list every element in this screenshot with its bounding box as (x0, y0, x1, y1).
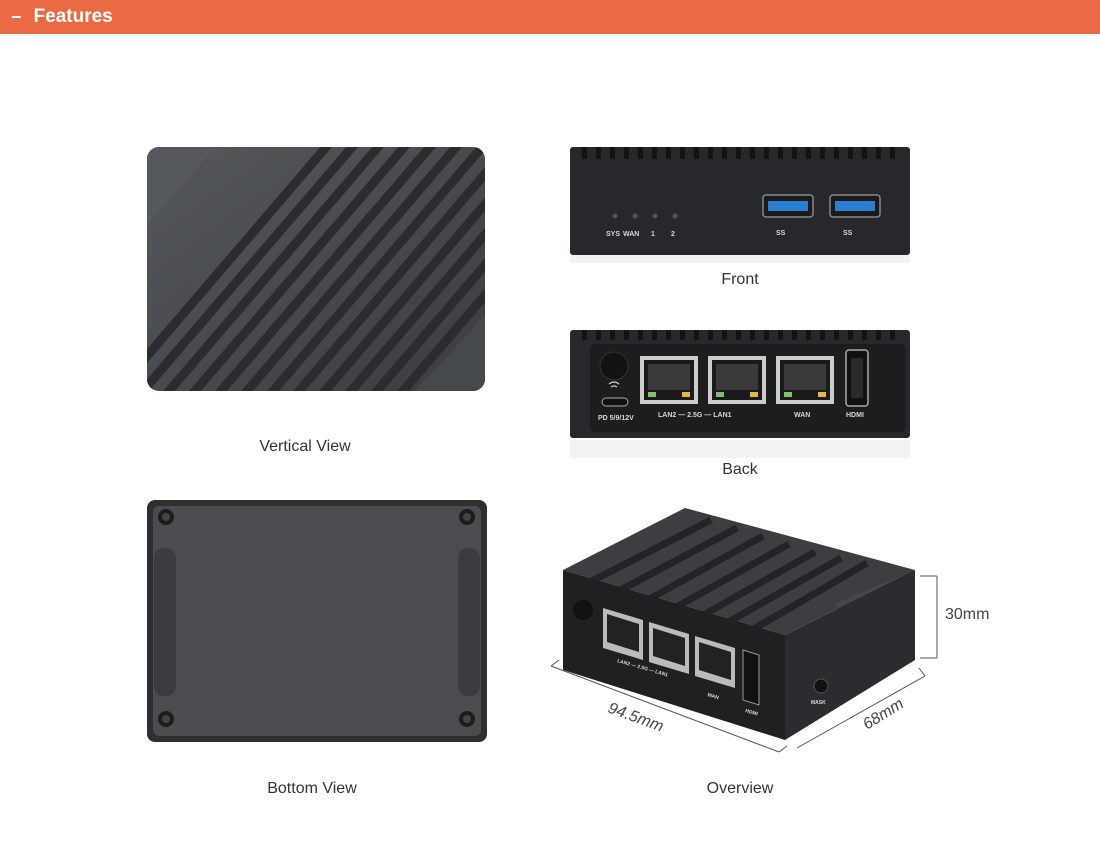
usb-port-2: SS (829, 194, 881, 237)
lan-ports-label: LAN2 — 2.5G — LAN1 (658, 412, 732, 419)
section-title: Features (33, 6, 113, 27)
overview-hdmi-port (742, 649, 760, 706)
height-dimension (920, 575, 938, 659)
width-dimension (796, 667, 926, 749)
led-label-2: 2 (671, 231, 675, 238)
length-dimension-label: 94.5mm (606, 700, 666, 736)
length-dimension (550, 659, 788, 753)
width-dimension-label: 68mm (860, 695, 907, 733)
height-dimension-label: 30mm (945, 606, 989, 623)
ethernet-port-lan1 (708, 356, 766, 404)
usb-label-1: SS (776, 230, 786, 237)
usb-port-1: SS (762, 194, 814, 237)
overview-wan-label: WAN (706, 692, 719, 701)
screw-top-right (459, 509, 475, 525)
bottom-view-caption: Bottom View (267, 780, 357, 797)
front-view-caption: Front (721, 271, 759, 288)
overview-lan1-port (649, 622, 689, 674)
ethernet-port-lan2 (640, 356, 698, 404)
front-view-image: SYS WAN 1 2 SS SS (570, 147, 910, 263)
screw-bottom-left (158, 711, 174, 727)
mask-label: MASK (811, 700, 826, 706)
wan-port-label: WAN (794, 412, 810, 419)
ethernet-port-wan (776, 356, 834, 404)
features-section-header[interactable]: − Features (0, 0, 1100, 34)
back-view-caption: Back (722, 461, 758, 478)
status-led-group: SYS WAN 1 2 (606, 213, 678, 238)
screw-top-left (158, 509, 174, 525)
led-label-sys: SYS (606, 231, 620, 238)
overview-wan-port (695, 636, 735, 688)
overview-image: MASK LAN2 — 2.5G — LAN1 WAN HDMI 30mm (550, 508, 989, 753)
usb-label-2: SS (843, 230, 853, 237)
vertical-view-caption: Vertical View (259, 438, 351, 455)
collapse-icon[interactable]: − (11, 7, 22, 27)
led-label-wan: WAN (623, 231, 639, 238)
bottom-view-image (147, 500, 487, 742)
power-port-label: PD 5/9/12V (598, 415, 634, 422)
hdmi-port-label: HDMI (846, 412, 864, 419)
led-label-1: 1 (651, 231, 655, 238)
overview-lan2-port (603, 608, 643, 660)
overview-hdmi-label: HDMI (744, 708, 759, 717)
hdmi-port (845, 349, 869, 407)
wifi-icon (608, 381, 620, 388)
back-view-image: PD 5/9/12V LAN2 — 2.5G — LAN1 WAN (570, 330, 910, 458)
screw-bottom-right (459, 711, 475, 727)
overview-caption: Overview (706, 780, 774, 797)
vertical-view-image (147, 147, 485, 391)
